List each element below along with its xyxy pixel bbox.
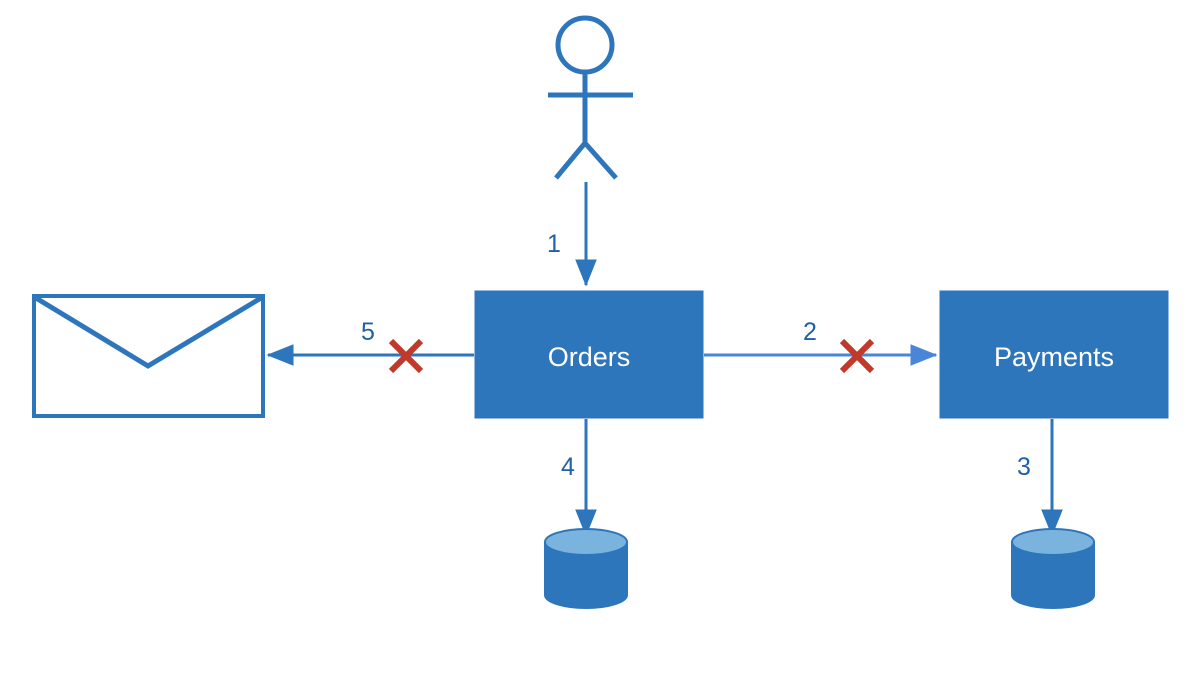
edge-label-3: 3: [1017, 453, 1031, 481]
node-orders[interactable]: Orders: [474, 290, 704, 419]
edge-label-1: 1: [547, 230, 561, 258]
node-payments[interactable]: Payments: [939, 290, 1169, 419]
failure-x-icon-right: [839, 338, 875, 374]
actor-stick-figure-icon: [548, 15, 633, 180]
node-orders-label: Orders: [548, 342, 631, 372]
envelope-icon: [32, 294, 265, 418]
database-cylinder-icon-orders: [544, 528, 628, 609]
edge-label-4: 4: [561, 453, 575, 481]
edge-label-5: 5: [361, 318, 375, 346]
edge-label-2: 2: [803, 318, 817, 346]
node-payments-label: Payments: [994, 342, 1114, 372]
database-cylinder-icon-payments: [1011, 528, 1095, 609]
failure-x-icon-left: [388, 338, 424, 374]
